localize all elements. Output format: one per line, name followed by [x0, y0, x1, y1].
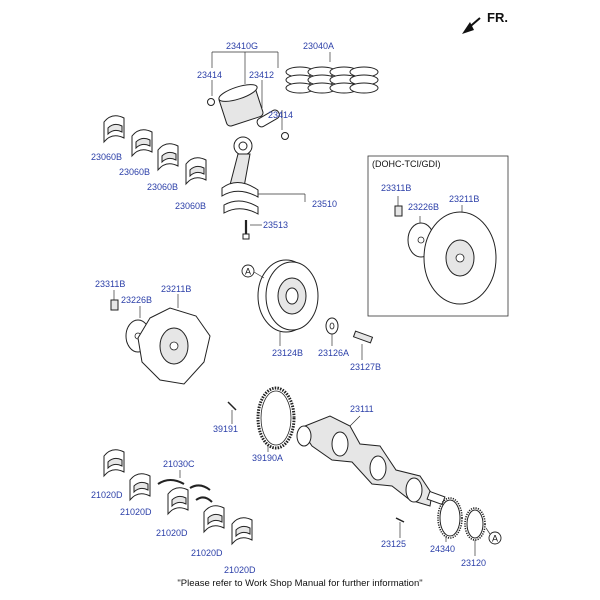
- callout-23311b: 23311B: [95, 279, 125, 289]
- connecting-rod-bearing-4: [185, 157, 207, 186]
- variant-box-frame: [367, 155, 509, 317]
- variant-box-title: (DOHC-TCI/GDI): [372, 159, 441, 169]
- callout-39190a: 39190A: [252, 453, 283, 463]
- callout-23412: 23412: [249, 70, 274, 80]
- connecting-rod-bearing-2: [131, 129, 153, 158]
- callout-23211b: 23211B: [161, 284, 191, 294]
- main-bearing-3: [167, 487, 189, 516]
- callout-23060b-3: 23060B: [147, 182, 178, 192]
- callout-23410g: 23410G: [226, 41, 258, 51]
- callout-23414-upper: 23414: [197, 70, 222, 80]
- callout-23124b: 23124B: [272, 348, 303, 358]
- flywheel-assembly: [110, 290, 211, 385]
- callout-23120: 23120: [461, 558, 486, 568]
- callout-23111: 23111: [350, 404, 374, 414]
- callout-21020d-5: 21020D: [224, 565, 256, 575]
- damper-pulley-washer: [325, 317, 339, 346]
- piston-assembly: [207, 51, 289, 140]
- callout-23513: 23513: [263, 220, 288, 230]
- callout-23127b: 23127B: [350, 362, 381, 372]
- crankshaft-position-sensor-wheel: [256, 386, 296, 452]
- callout-23226b: 23226B: [121, 295, 152, 305]
- main-bearing-1: [103, 449, 125, 478]
- callout-23060b-4: 23060B: [175, 201, 206, 211]
- reference-marker-a-top: [241, 264, 255, 278]
- piston-pin: [256, 109, 280, 128]
- front-direction-label: FR.: [487, 10, 508, 25]
- callout-21020d-4: 21020D: [191, 548, 223, 558]
- callout-23060b-1: 23060B: [91, 152, 122, 162]
- sensor-wheel-pin: [227, 401, 237, 424]
- connecting-rod: [221, 136, 306, 240]
- connecting-rod-bearing-1: [103, 115, 125, 144]
- main-bearing-2: [129, 473, 151, 502]
- callout-23126a: 23126A: [318, 348, 349, 358]
- callout-24340: 24340: [430, 544, 455, 554]
- main-bearing-4: [203, 505, 225, 534]
- crankshaft-sprocket: [437, 497, 463, 542]
- callout-21020d-3: 21020D: [156, 528, 188, 538]
- callout-23510: 23510: [312, 199, 337, 209]
- callout-21030c: 21030C: [163, 459, 195, 469]
- callout-23060b-2: 23060B: [119, 167, 150, 177]
- piston-ring-set: [285, 52, 379, 94]
- callout-23414-lower: 23414: [268, 110, 293, 120]
- reference-marker-a-bottom-label: A: [492, 534, 498, 544]
- crankshaft: [296, 415, 446, 507]
- damper-pulley-bolt: [352, 330, 374, 360]
- crankshaft-gear: [464, 507, 486, 556]
- connecting-rod-cap: [223, 200, 259, 215]
- crankshaft-key: [395, 517, 405, 538]
- footer-note: "Please refer to Work Shop Manual for fu…: [177, 578, 422, 589]
- callout-21020d-1: 21020D: [91, 490, 123, 500]
- callout-23211b-variant: 23211B: [449, 194, 479, 204]
- callout-23125: 23125: [381, 539, 406, 549]
- reference-marker-a-bottom: [488, 531, 502, 545]
- main-bearing-5: [231, 517, 253, 546]
- damper-pulley: [257, 259, 319, 346]
- front-direction-arrow: [462, 17, 481, 34]
- callout-39191: 39191: [213, 424, 238, 434]
- reference-marker-a-top-label: A: [245, 267, 251, 277]
- callout-23311b-variant: 23311B: [381, 183, 411, 193]
- callout-21020d-2: 21020D: [120, 507, 152, 517]
- callout-23226b-variant: 23226B: [408, 202, 439, 212]
- thrust-washer-set: [157, 470, 213, 503]
- connecting-rod-bearing-3: [157, 143, 179, 172]
- piston-pin-snap-ring-right: [281, 132, 289, 140]
- variant-flywheel-assembly: [394, 196, 497, 305]
- piston-pin-snap-ring-left: [207, 98, 215, 106]
- callout-23040a: 23040A: [303, 41, 334, 51]
